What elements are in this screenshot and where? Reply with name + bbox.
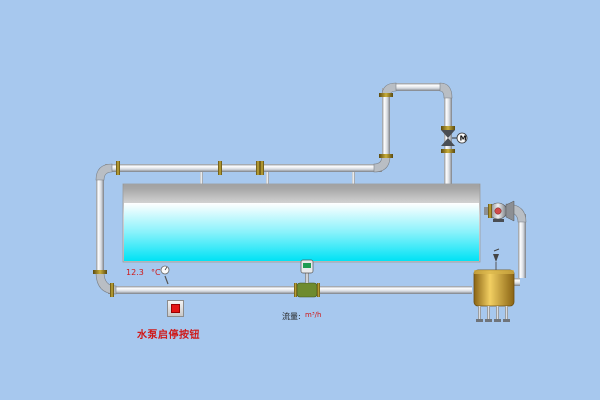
pressure-gauge-icon (493, 248, 500, 270)
thermometer-icon (160, 265, 170, 285)
receiver-vessel (473, 269, 515, 322)
pipe-flanges (93, 93, 455, 297)
pump-icon[interactable] (484, 200, 515, 222)
flow-label: 流量: (282, 312, 301, 321)
flowmeter-icon (294, 259, 320, 298)
pump-button-label: 水泵启停按钮 (137, 330, 200, 341)
temperature-unit: °C (151, 268, 161, 277)
svg-text:M: M (460, 135, 467, 143)
temperature-value: 12.3 (126, 268, 144, 277)
pump-start-stop-button[interactable] (167, 300, 184, 317)
pump-status-indicator (171, 304, 180, 313)
flow-unit: m³/h (305, 311, 322, 319)
water-tank (122, 183, 481, 263)
motor-valve-icon[interactable]: M (441, 130, 468, 146)
pipe-network (96, 83, 526, 294)
